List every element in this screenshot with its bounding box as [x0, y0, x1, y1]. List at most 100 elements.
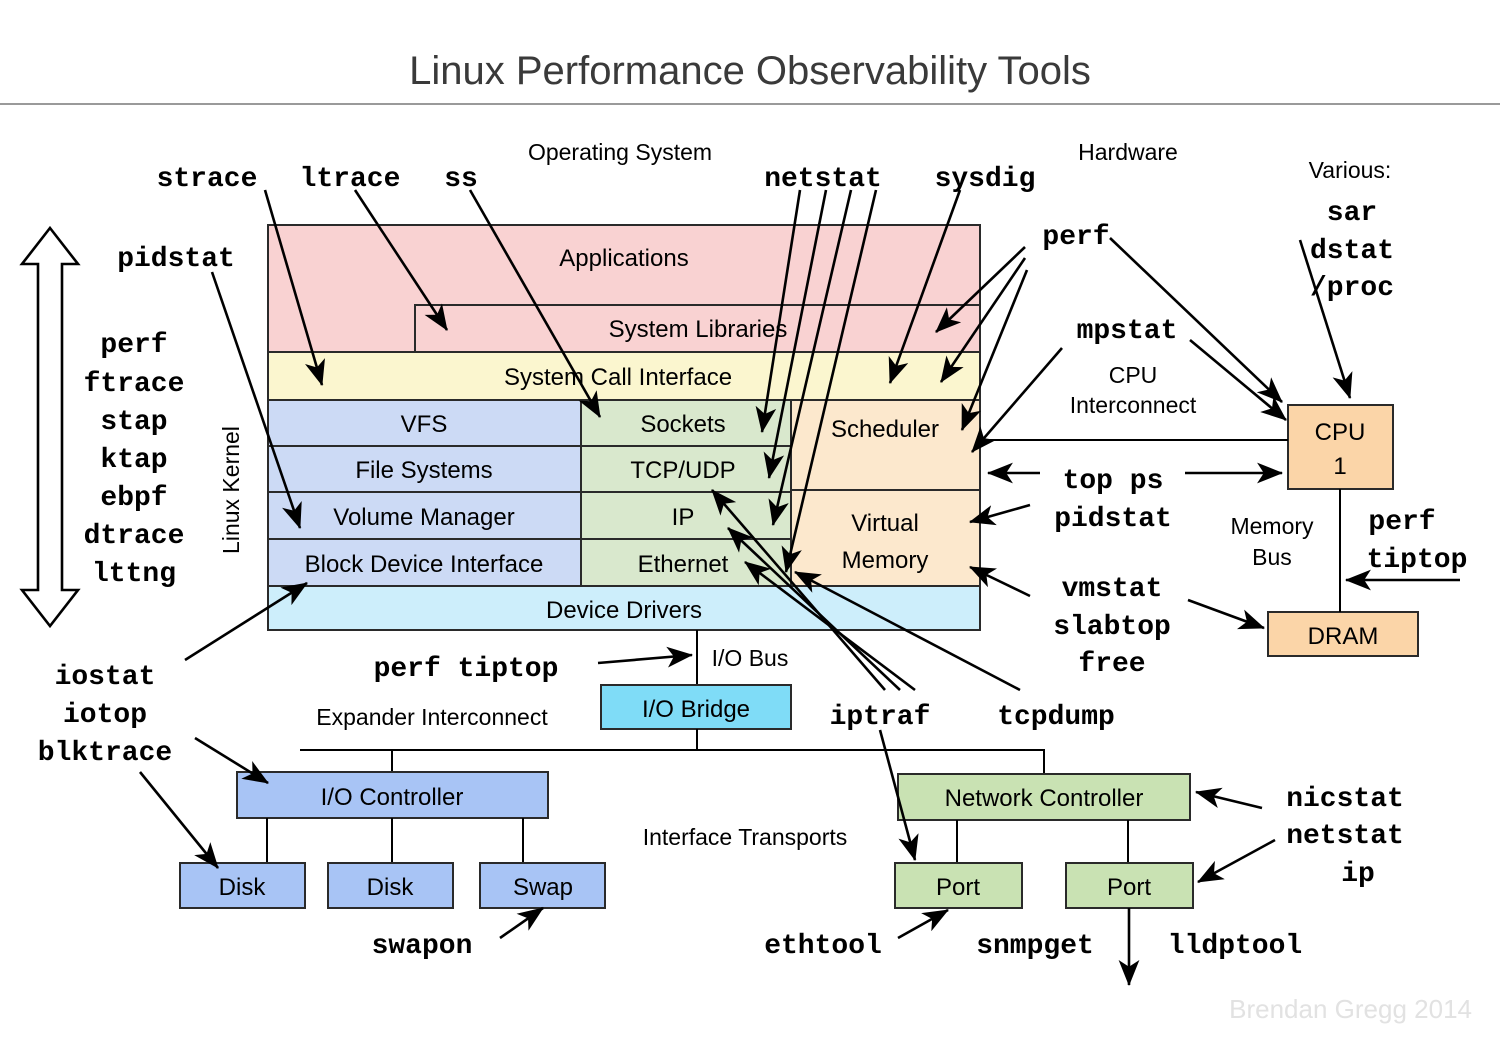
- box-cpu1-label-line2: 1: [1333, 453, 1346, 480]
- arrow-perf-syscall: [939, 257, 1027, 383]
- tool-various-sar: sar: [1327, 198, 1377, 229]
- tool-iostat: iostat: [55, 662, 156, 693]
- tool-ltrace: ltrace: [300, 164, 401, 195]
- box-port-1-label: Port: [936, 874, 980, 901]
- arrow-pidstat-virtual-memory: [968, 503, 1031, 526]
- kernel-scope-double-arrow: [19, 225, 81, 629]
- box-cpu1: [1287, 404, 1394, 490]
- box-tcp-udp: [580, 445, 792, 493]
- arrow-vmstat-virtual-memory: [969, 565, 1031, 598]
- tool-sysdig: sysdig: [935, 164, 1036, 195]
- arrow-perf-system-libraries: [935, 246, 1026, 333]
- box-system-libraries: [414, 304, 981, 353]
- box-io-bridge-label: I/O Bridge: [642, 696, 750, 723]
- label-interface-transports: Interface Transports: [643, 824, 848, 850]
- tool-perf-memory: perf: [1368, 507, 1435, 538]
- tool-swapon: swapon: [372, 931, 473, 962]
- tool-slabtop: slabtop: [1053, 612, 1171, 643]
- tool-perf-hardware: perf: [1042, 222, 1109, 253]
- tool-tcpdump: tcpdump: [997, 702, 1115, 733]
- arrow-swapon-swap: [499, 906, 544, 940]
- tool-blktrace: blktrace: [38, 738, 172, 769]
- tool-tiptop-memory: tiptop: [1367, 545, 1468, 576]
- tool-left-stap: stap: [100, 407, 167, 438]
- box-virtual-memory-label-line2: Memory: [842, 547, 929, 574]
- arrow-strace: [263, 189, 325, 386]
- label-expander-interconnect: Expander Interconnect: [316, 704, 548, 730]
- tool-left-dtrace: dtrace: [84, 521, 185, 552]
- page-title: Linux Performance Observability Tools: [409, 49, 1091, 93]
- arrow-perf-cpu: [1109, 237, 1283, 403]
- box-io-controller: [236, 771, 549, 819]
- arrow-iotop-blktrace-controller: [194, 736, 269, 785]
- tool-left-ktap: ktap: [100, 445, 167, 476]
- box-swap-label: Swap: [513, 874, 573, 901]
- credit-label: Brendan Gregg 2014: [1229, 994, 1472, 1024]
- box-virtual-memory-label-line1: Virtual: [851, 510, 919, 537]
- tool-left-ebpf: ebpf: [100, 483, 167, 514]
- label-memory-bus-line1: Memory: [1230, 513, 1314, 539]
- label-memory-bus-line2: Bus: [1252, 544, 1292, 570]
- box-cpu1-label-line1: CPU: [1315, 419, 1366, 446]
- arrow-ethtool-port: [897, 908, 949, 940]
- box-file-systems-label: File Systems: [355, 457, 492, 484]
- box-system-libraries-label: System Libraries: [609, 316, 788, 343]
- arrow-ltrace: [353, 189, 449, 331]
- label-cpu-interconnect-line1: CPU: [1109, 362, 1158, 388]
- arrow-iptraf-ip: [727, 527, 901, 691]
- box-port-1: [894, 862, 1023, 909]
- tool-ethtool: ethtool: [764, 931, 882, 962]
- label-hardware: Hardware: [1078, 139, 1178, 165]
- arrow-mpstat-cpu: [1189, 339, 1287, 421]
- tool-left-perf: perf: [100, 330, 167, 361]
- arrow-blktrace-disk: [138, 771, 220, 869]
- tool-iptraf: iptraf: [830, 702, 931, 733]
- tool-nicstat: nicstat: [1286, 784, 1404, 815]
- box-sockets-label: Sockets: [640, 411, 725, 438]
- box-disk-2: [327, 862, 454, 909]
- box-tcp-udp-label: TCP/UDP: [630, 457, 735, 484]
- arrow-perf-tiptop-io-bus: [597, 646, 694, 668]
- arrow-mpstat-scheduler: [971, 347, 1063, 453]
- tool-left-lttng: lttng: [92, 559, 176, 590]
- arrow-netstat-ip: [768, 189, 853, 527]
- tool-pidstat-left: pidstat: [117, 244, 235, 275]
- box-swap: [479, 862, 606, 909]
- box-disk-1: [179, 862, 306, 909]
- label-various: Various:: [1309, 157, 1392, 183]
- box-system-call-interface-label: System Call Interface: [504, 364, 732, 391]
- box-block-device-interface-label: Block Device Interface: [305, 551, 544, 578]
- box-disk-2-label: Disk: [367, 874, 415, 901]
- tool-snmpget: snmpget: [976, 931, 1094, 962]
- arrow-netstat-tcpudp: [763, 189, 828, 480]
- tool-strace: strace: [157, 164, 258, 195]
- box-ethernet-label: Ethernet: [638, 551, 729, 578]
- arrow-iostat: [184, 581, 308, 662]
- tool-mpstat: mpstat: [1077, 316, 1178, 347]
- tool-various-dstat: dstat: [1310, 236, 1394, 267]
- box-applications-label: Applications: [559, 245, 688, 272]
- arrow-sysdig: [888, 189, 962, 384]
- tool-netstat-net: netstat: [1286, 821, 1404, 852]
- arrow-netstat-sockets: [755, 189, 802, 434]
- box-network-controller: [897, 773, 1191, 821]
- arrow-iptraf-ethernet: [744, 560, 916, 692]
- arrow-perf-scheduler: [960, 269, 1029, 431]
- label-operating-system: Operating System: [528, 139, 712, 165]
- tool-left-ftrace: ftrace: [84, 369, 185, 400]
- tool-ss: ss: [444, 164, 478, 195]
- arrow-pidstat-left: [210, 271, 302, 529]
- arrow-iptraf-port: [878, 729, 919, 862]
- tool-free: free: [1078, 649, 1145, 680]
- arrow-vmstat-dram: [1187, 598, 1265, 630]
- box-port-2-label: Port: [1107, 874, 1151, 901]
- box-io-controller-label: I/O Controller: [321, 784, 464, 811]
- box-port-2: [1065, 862, 1194, 909]
- box-vfs-label: VFS: [401, 411, 448, 438]
- tool-iotop: iotop: [63, 700, 147, 731]
- box-dram: [1267, 611, 1419, 657]
- arrow-ss: [468, 189, 602, 418]
- box-virtual-memory: [790, 489, 981, 587]
